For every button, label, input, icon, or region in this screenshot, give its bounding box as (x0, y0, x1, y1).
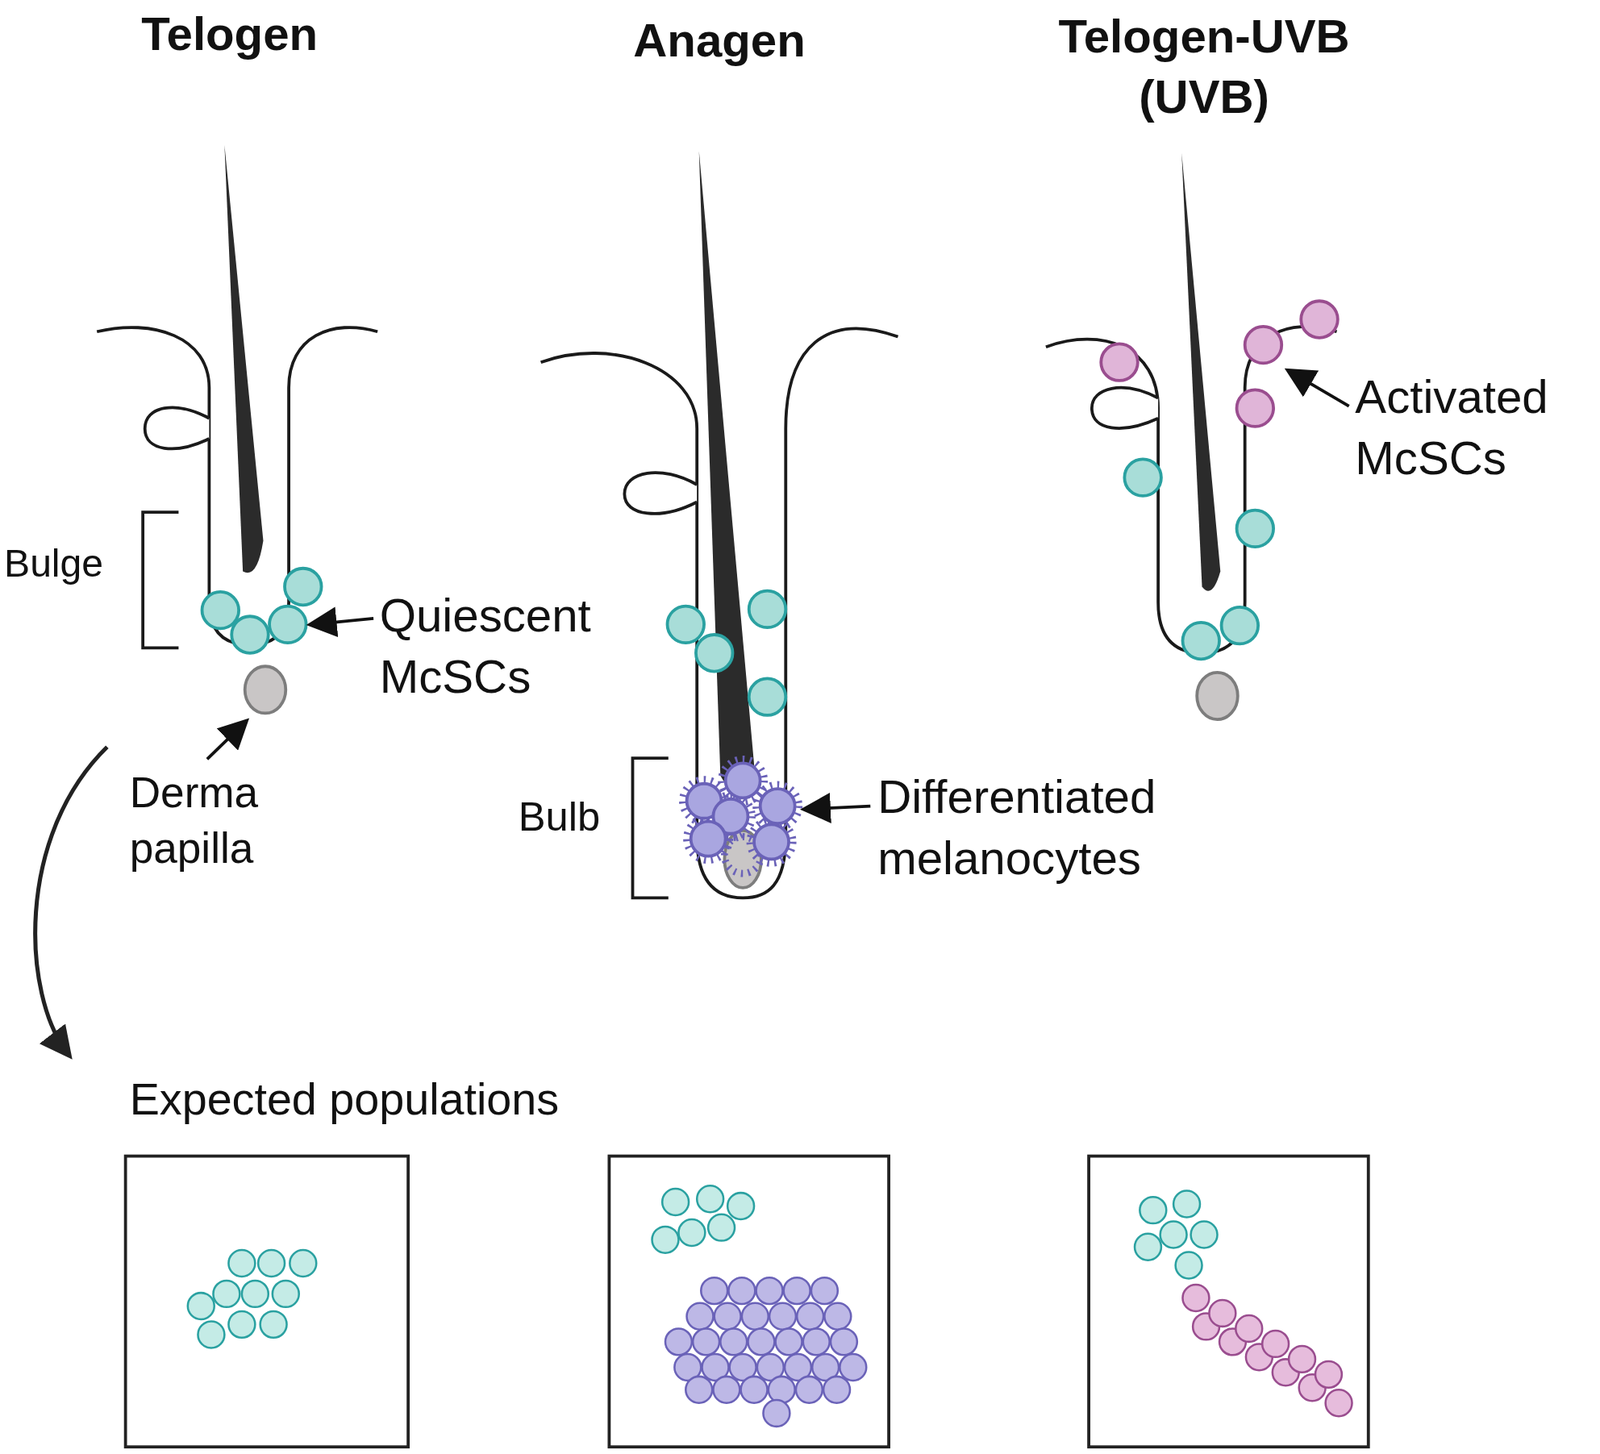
region-label: Bulge (4, 538, 137, 589)
pink-population (1182, 1284, 1352, 1417)
cell-dot (1235, 1315, 1263, 1342)
cell-dot (741, 1303, 769, 1330)
stage-title: Telogen (122, 4, 338, 66)
cell-dot (692, 1328, 720, 1355)
sebaceous-gland (1091, 387, 1159, 429)
teal-population (187, 1185, 1218, 1348)
hair-shaft (699, 150, 756, 791)
cell-dot (1182, 1284, 1209, 1312)
hair-shaft (1181, 153, 1221, 592)
stage-title: Anagen (612, 10, 827, 72)
curved-arrow (35, 746, 108, 1054)
sebaceous-gland (145, 407, 210, 449)
bulge-bracket (142, 512, 179, 648)
sebaceous-gland (624, 472, 697, 514)
cell-dot (1325, 1389, 1353, 1417)
cell-dot (714, 1303, 742, 1330)
bulb-bracket (632, 758, 668, 898)
population-box (125, 1156, 409, 1448)
cell-dot (1288, 1345, 1316, 1373)
cell-dot (1208, 1300, 1236, 1327)
region-label: Bulb (518, 789, 631, 843)
cell-dot (775, 1328, 803, 1355)
cell-dot (769, 1303, 796, 1330)
cell-dot (1262, 1330, 1289, 1358)
cell-dot (720, 1328, 747, 1355)
leader-arrow (1289, 371, 1349, 407)
cell-dot (839, 1354, 867, 1381)
cell-label: Activated McSCs (1354, 367, 1592, 490)
leader-arrow (806, 806, 871, 810)
cell-dot (687, 1303, 714, 1330)
region-label: Derma papilla (129, 765, 324, 877)
dermal-papilla (245, 666, 287, 713)
cell-label: Differentiated melanocytes (877, 767, 1246, 890)
cell-dot (783, 1277, 811, 1305)
cell-dot (830, 1328, 858, 1355)
cell-dot (747, 1328, 775, 1355)
cell-dot (700, 1277, 728, 1305)
follicle-outline (1045, 326, 1338, 654)
cell-dot (803, 1328, 830, 1355)
cell-dot (823, 1376, 850, 1404)
section-heading: Expected populations (129, 1069, 742, 1128)
quiescent-cells (202, 458, 1275, 716)
leader-arrow (207, 722, 246, 760)
cell-dot (768, 1376, 796, 1404)
cell-dot (824, 1303, 851, 1330)
melanocytes (682, 758, 799, 874)
cell-dot (1315, 1361, 1342, 1388)
cell-dot (762, 1400, 790, 1427)
population-box (608, 1156, 889, 1448)
activated-cells (1100, 300, 1338, 427)
population-box (1088, 1156, 1369, 1448)
cell-dot (796, 1303, 824, 1330)
purple-population (665, 1277, 867, 1427)
cell-label: Quiescent McSCs (379, 585, 656, 708)
dermal-papilla (1196, 672, 1238, 720)
leader-arrow (312, 618, 374, 625)
cell-dot (728, 1277, 755, 1305)
cell-dot (712, 1376, 740, 1404)
hair-shaft (224, 145, 263, 574)
cell-dot (741, 1376, 768, 1404)
cell-dot (665, 1328, 692, 1355)
cell-dot (685, 1376, 713, 1404)
cell-dot (811, 1277, 838, 1305)
cell-dot (756, 1277, 784, 1305)
cell-dot (795, 1376, 823, 1404)
stage-title: Telogen-UVB (UVB) (1010, 6, 1399, 129)
